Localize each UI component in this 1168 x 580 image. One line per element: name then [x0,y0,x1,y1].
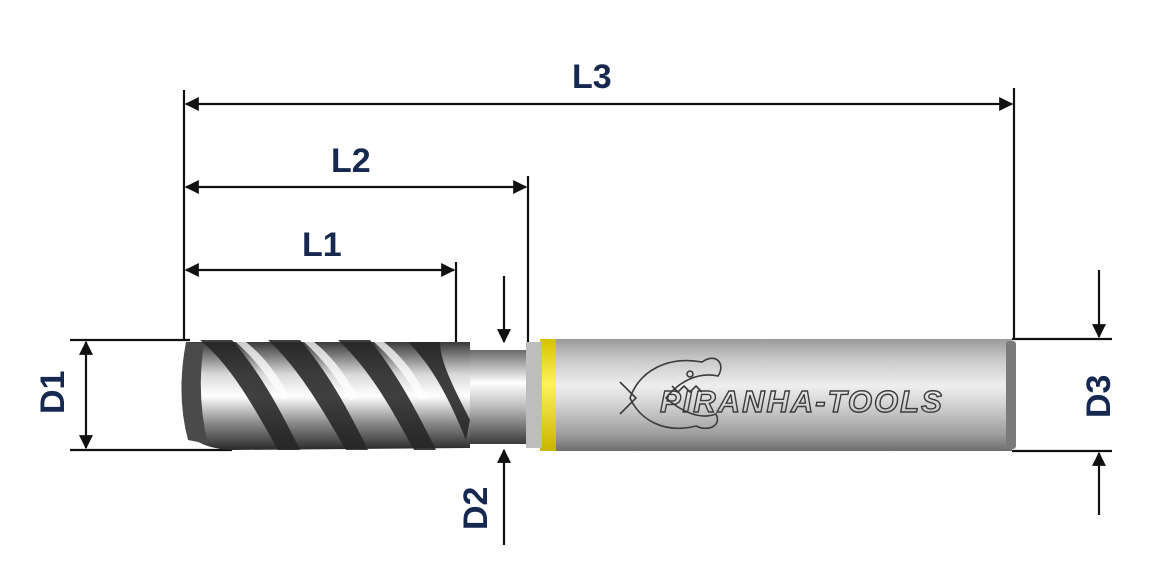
shank-end-chamfer [1006,341,1016,449]
cutting-tip [181,342,208,444]
end-mill-tool [181,339,1016,451]
piranha-fish-icon [619,357,722,430]
d3-label: D3 [1080,375,1118,418]
brand-wordmark: PIRANHA-TOOLS [660,384,944,419]
extension-lines [70,88,1112,453]
l2-label: L2 [331,142,371,180]
tool-shank [540,339,1012,451]
neck-collar [526,342,542,448]
l3-label: L3 [572,58,612,96]
yellow-identification-band [540,339,556,451]
d2-label: D2 [457,487,495,530]
helical-flutes [200,340,470,450]
flute-highlights [236,342,428,400]
l1-label: L1 [302,226,342,264]
d1-label: D1 [34,371,72,414]
brand-logo: PIRANHA-TOOLS [619,357,944,430]
